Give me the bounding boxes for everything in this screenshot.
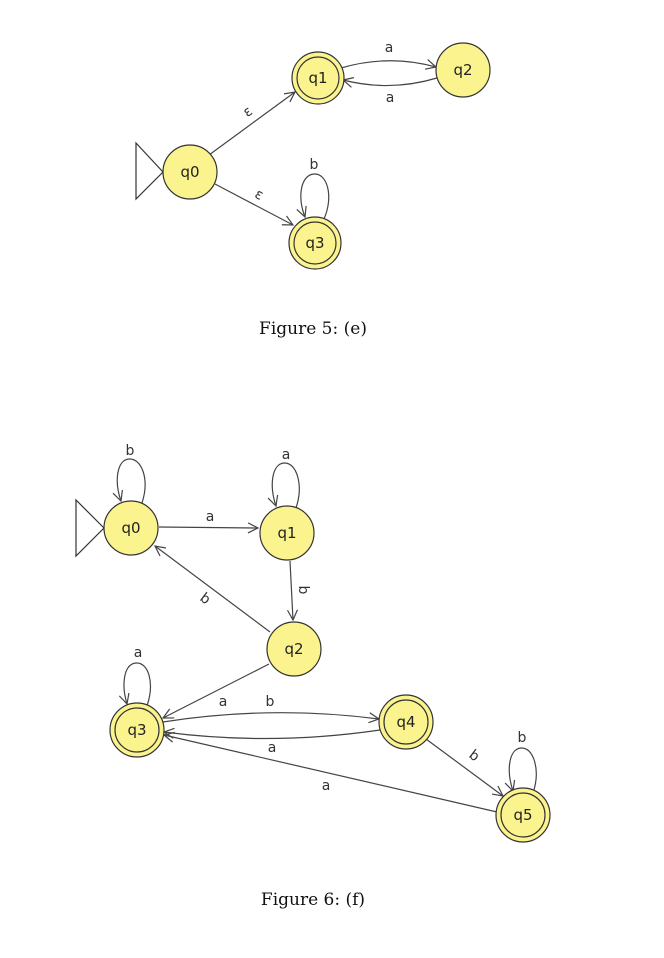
f5-edge-label-q1-q2: a	[385, 40, 394, 56]
f6-state-q1: q1	[259, 505, 315, 561]
f5-state-label-q1: q1	[308, 69, 327, 87]
f5-edge-q0-q1: ε	[208, 92, 295, 156]
f6-edge-q5-q3: a	[164, 735, 498, 813]
f5-edge-q0-q3: ε	[214, 183, 293, 225]
f5-start-arrow	[135, 141, 164, 201]
f6-edge-label-q0-q1: a	[206, 509, 215, 525]
f6-edge-label-q1-q1: a	[282, 447, 291, 463]
f5-state-q1: q1	[291, 51, 345, 105]
f6-caption: Figure 6: (f)	[261, 890, 365, 910]
f6-edge-q0-q0: b	[117, 443, 146, 504]
f6-state-label-q4: q4	[396, 713, 415, 731]
f6-edge-label-q2-q0: b	[197, 590, 214, 608]
f5-state-q2: q2	[435, 42, 491, 98]
f6-state-label-q3: q3	[127, 721, 146, 739]
f6-edge-label-q3-q4: b	[266, 694, 275, 710]
f5-edge-q1-q2: a	[340, 40, 436, 68]
f5-edge-label-q2-q1: a	[386, 90, 395, 106]
f5-edge-label-q0-q1: ε	[240, 103, 256, 120]
f6-state-q4: q4	[378, 694, 434, 750]
f6-state-label-q2: q2	[284, 640, 303, 658]
f6-state-label-q5: q5	[513, 806, 532, 824]
f6-edge-q2-q0: b	[155, 546, 271, 633]
f5-edge-q3-q3: b	[301, 157, 330, 220]
f6-edge-label-q5-q3: a	[322, 778, 331, 794]
f5-edge-label-q3-q3: b	[310, 157, 319, 173]
f6-edge-label-q2-q3: a	[219, 694, 228, 710]
f5-state-label-q2: q2	[453, 61, 472, 79]
f5-state-q0: q0	[162, 144, 218, 200]
f6-edge-q3-q3: a	[124, 645, 151, 707]
f6-edge-label-q4-q5: b	[466, 747, 483, 765]
f6-edge-label-q4-q3: a	[268, 740, 277, 756]
f6-state-label-q0: q0	[121, 519, 140, 537]
f6-state-q2: q2	[266, 621, 322, 677]
f6-state-q3: q3	[109, 702, 165, 758]
f6-start-arrow	[75, 498, 105, 558]
f6-edge-q3-q4: b	[162, 694, 379, 722]
f5-edge-q2-q1: a	[343, 78, 438, 106]
f6-state-q0: q0	[103, 500, 159, 556]
f5-state-q3: q3	[288, 216, 342, 270]
f6-edge-label-q1-q2: b	[295, 586, 311, 595]
f6-edge-q5-q5: b	[509, 730, 537, 794]
f5-caption: Figure 5: (e)	[259, 319, 367, 339]
figure-5: ε ε a a b q0 q1 q2	[135, 40, 491, 339]
figure-6: b a a b b a a b	[75, 443, 551, 910]
f6-edge-q4-q5: b	[425, 738, 503, 796]
f6-edge-q2-q3: a	[163, 663, 270, 718]
f5-state-label-q3: q3	[305, 234, 324, 252]
f6-edge-q1-q1: a	[272, 447, 300, 509]
f6-state-label-q1: q1	[277, 524, 296, 542]
f6-edge-q4-q3: a	[164, 730, 381, 756]
f6-edge-q1-q2: b	[290, 560, 311, 620]
f6-edge-label-q3-q3: a	[134, 645, 143, 661]
f6-edge-q0-q1: a	[158, 509, 258, 528]
f6-edge-label-q0-q0: b	[126, 443, 135, 459]
f6-state-q5: q5	[495, 787, 551, 843]
f5-edge-label-q0-q3: ε	[252, 186, 266, 204]
f5-state-label-q0: q0	[180, 163, 199, 181]
f6-edge-label-q5-q5: b	[518, 730, 527, 746]
